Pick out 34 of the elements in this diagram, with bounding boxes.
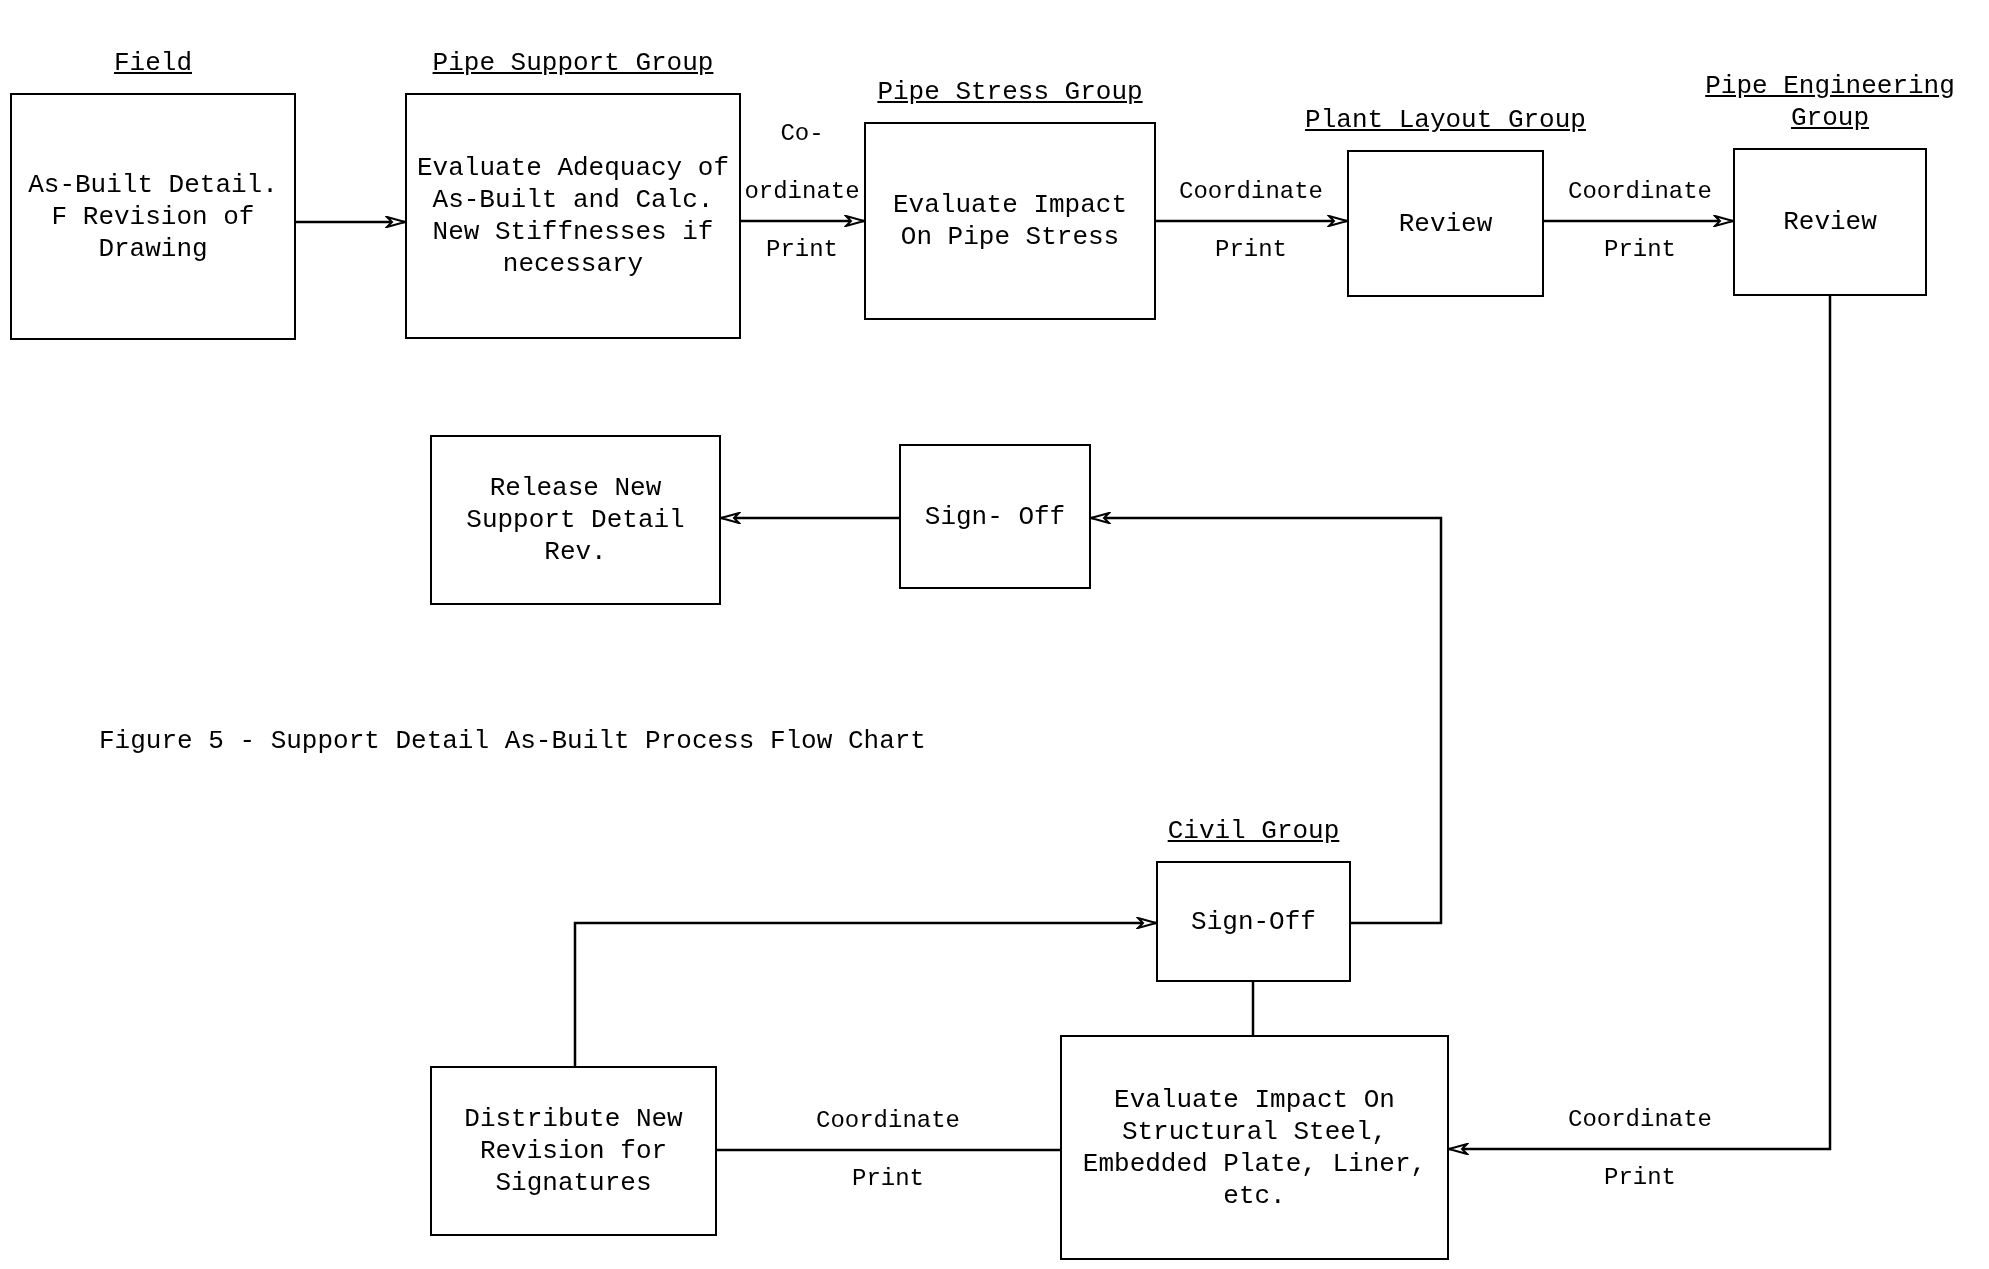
process-box: [430, 1066, 717, 1236]
arrow: [296, 216, 406, 228]
arrow: [720, 512, 899, 524]
arrow: [1156, 215, 1348, 227]
group-heading: Civil Group: [1167, 815, 1340, 847]
box-text: Evaluate Adequacy of As-Built and Calc. New Stiffnesses if necessary: [415, 152, 731, 280]
box-text: Distribute New Revision for Signatures: [463, 1103, 684, 1199]
arrow: [1544, 215, 1734, 227]
edge-label: Coordinate Print: [1178, 177, 1324, 265]
edge-label: Coordinate Print: [815, 1106, 961, 1194]
process-box: [430, 435, 721, 605]
box-text: As-Built Detail. F Revision of Drawing: [27, 168, 279, 265]
arrow: [741, 215, 865, 227]
figure-caption: Figure 5 - Support Detail As-Built Process Flow Chart: [99, 725, 926, 758]
group-heading: Pipe Engineering Group: [1704, 70, 1956, 134]
group-heading: Pipe Stress Group: [877, 76, 1143, 108]
box-text: Review: [1783, 206, 1877, 238]
group-heading: Field: [114, 47, 192, 79]
box-text: Release New Support Detail Rev.: [465, 472, 686, 568]
box-text: Evaluate Impact On Pipe Stress: [891, 189, 1128, 253]
arrow: [1448, 296, 1832, 1155]
group-heading: Plant Layout Group: [1305, 104, 1586, 136]
group-heading: Pipe Support Group: [432, 47, 714, 79]
edge-label: Co- ordinate Print: [743, 119, 861, 265]
arrow: [573, 917, 1157, 1066]
edge-label: Coordinate Print: [1567, 1105, 1713, 1193]
process-box: [899, 444, 1091, 589]
process-box: [1060, 1035, 1449, 1260]
arrow: [1090, 512, 1443, 925]
box-text: Evaluate Impact On Structural Steel, Embedded Plate, Liner, etc.: [1081, 1083, 1428, 1212]
box-text: Sign- Off: [924, 500, 1066, 533]
box-text: Sign-Off: [1191, 905, 1316, 938]
box-text: Review: [1398, 207, 1493, 240]
edge-label: Coordinate Print: [1567, 177, 1713, 265]
